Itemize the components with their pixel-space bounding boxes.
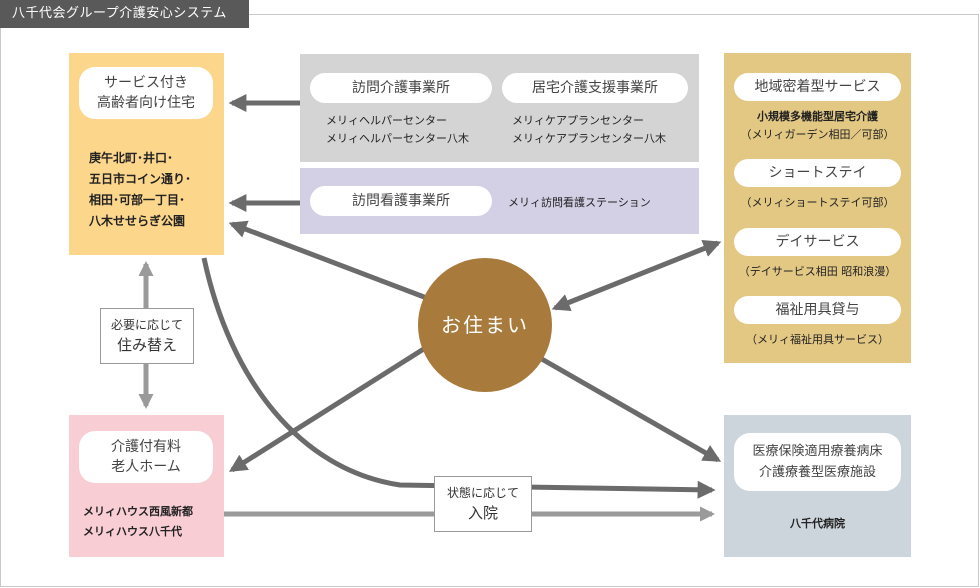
day-service-label: デイサービス	[734, 228, 901, 256]
nursing-home-box: 介護付有料 老人ホーム メリィハウス西風新都 メリィハウス八千代	[69, 415, 224, 557]
visit-nursing-item: メリィ訪問看護ステーション	[508, 196, 651, 209]
page-title: 八千代会グループ介護安心システム	[0, 0, 249, 28]
visit-nursing-box: 訪問看護事業所 メリィ訪問看護ステーション	[300, 168, 699, 234]
housing-box: サービス付き 高齢者向け住宅 庚午北町･井口･ 五日市コイン通り･ 相田･可部一…	[69, 53, 224, 255]
housing-location-1: 庚午北町･井口･	[89, 151, 174, 165]
visit-care-item-1: メリィヘルパーセンター	[326, 114, 447, 127]
diagram-frame	[0, 14, 979, 587]
arrow-home-to-housing	[228, 220, 433, 303]
home-center-circle: お住まい	[418, 258, 552, 392]
housing-location-2: 五日市コイン通り･	[89, 172, 192, 186]
welfare-equipment-label: 福祉用具貸与	[734, 296, 901, 324]
short-stay-sub: （メリィショートステイ可部）	[740, 196, 895, 209]
hospital-label: 医療保険適用療養病床 介護療養型医療施設	[734, 433, 901, 491]
arrow-housing-to-hospital	[201, 257, 716, 499]
housing-location-4: 八木せせらぎ公園	[89, 214, 186, 228]
nursing-home-item-2: メリィハウス八千代	[83, 525, 182, 538]
visit-care-item-2: メリィヘルパーセンター八木	[326, 132, 469, 145]
hospital-box: 医療保険適用療養病床 介護療養型医療施設 八千代病院	[724, 415, 911, 557]
arrow-home-to-nursing-home	[228, 342, 432, 473]
community-service-label: 地域密着型サービス	[734, 73, 901, 101]
hospital-item: 八千代病院	[790, 517, 845, 530]
welfare-equipment-sub: （メリィ福祉用具サービス）	[746, 333, 889, 346]
community-box: 地域密着型サービス 小規模多機能型居宅介護 （メリィガーデン相田／可部） ショー…	[724, 53, 911, 363]
visit-care-label: 訪問介護事業所	[310, 73, 492, 103]
nursing-home-label: 介護付有料 老人ホーム	[79, 431, 213, 483]
visit-care-box: 訪問介護事業所 居宅介護支援事業所 メリィヘルパーセンター メリィヘルパーセンタ…	[300, 54, 699, 162]
housing-label: サービス付き 高齢者向け住宅	[79, 67, 213, 119]
admit-note: 状態に応じて 入院	[434, 476, 532, 532]
nursing-home-item-1: メリィハウス西風新都	[83, 505, 193, 518]
home-care-item-2: メリィケアプランセンター八木	[512, 132, 666, 145]
housing-location-3: 相田･可部一丁目･	[89, 193, 186, 207]
visit-nursing-label: 訪問看護事業所	[310, 186, 492, 216]
community-service-sub2: （メリィガーデン相田／可部）	[740, 128, 895, 141]
arrow-home-to-hospital	[538, 355, 722, 463]
community-service-sub1: 小規模多機能型居宅介護	[757, 110, 878, 123]
short-stay-label: ショートステイ	[734, 159, 901, 187]
move-note: 必要に応じて 住み替え	[100, 308, 194, 364]
day-service-sub: （デイサービス相田 昭和浪漫）	[738, 265, 897, 278]
home-care-support-label: 居宅介護支援事業所	[502, 73, 688, 103]
home-care-item-1: メリィケアプランセンター	[512, 114, 644, 127]
arrow-home-community	[551, 239, 722, 312]
